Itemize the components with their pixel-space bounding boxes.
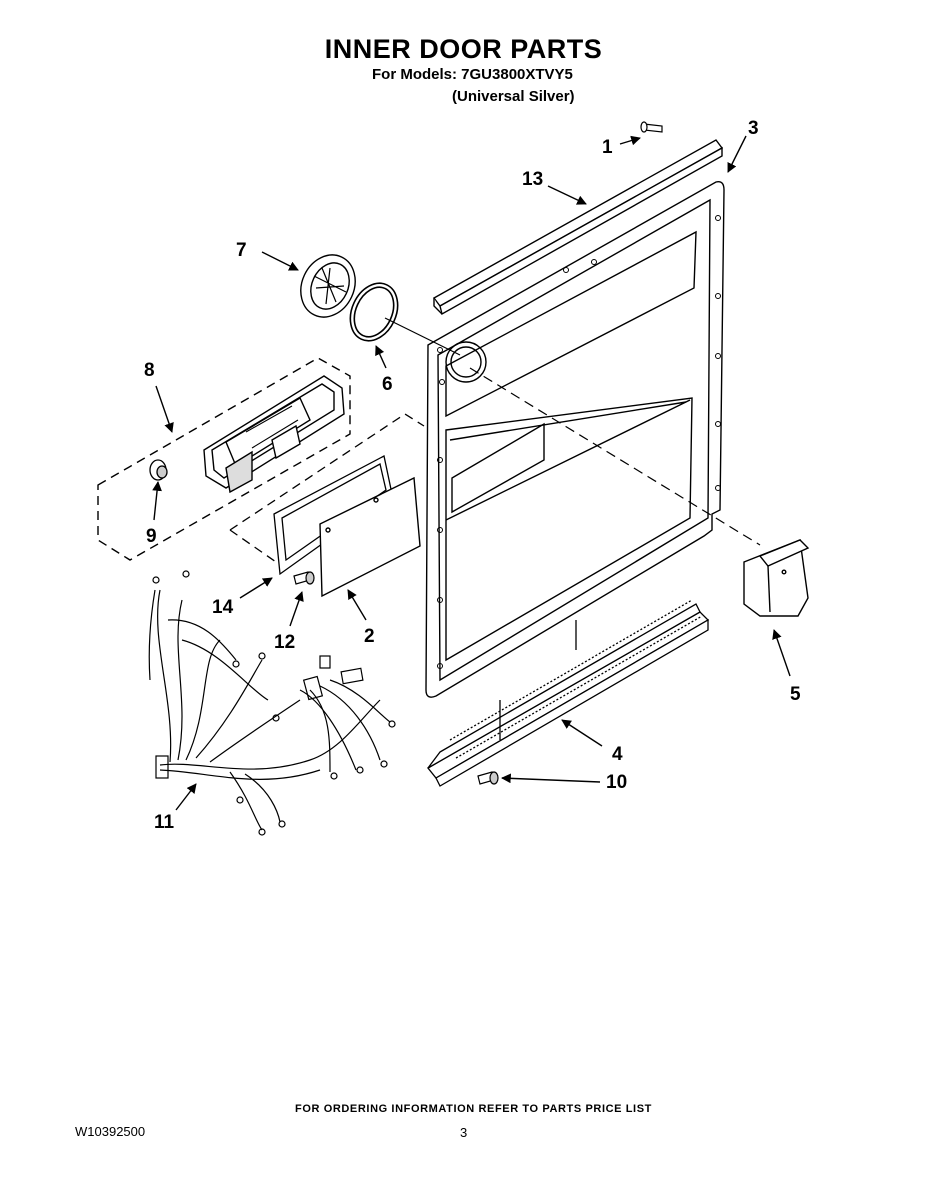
callout-3: 3 — [748, 118, 759, 139]
callout-9: 9 — [146, 526, 157, 547]
screw-top — [640, 121, 663, 133]
vent-duct — [743, 539, 810, 617]
document-number: W10392500 — [75, 1124, 146, 1139]
bottom-screw — [477, 771, 499, 785]
wire-harness — [148, 570, 396, 836]
models-line: For Models: 7GU3800XTVY5 — [372, 66, 573, 83]
vent-gasket — [349, 282, 399, 342]
callout-1: 1 — [602, 137, 613, 158]
inner-door-panel — [425, 180, 725, 698]
vent-cover — [300, 254, 356, 318]
page-title: INNER DOOR PARTS — [324, 34, 603, 64]
vent-duct-guide-line — [469, 367, 761, 546]
callout-10: 10 — [606, 772, 627, 793]
callout-11: 11 — [154, 812, 175, 833]
assembly-outline-14 — [229, 413, 425, 563]
board-screw — [293, 571, 315, 585]
circuit-board-cover — [319, 476, 421, 598]
callout-arrows — [152, 135, 791, 811]
callout-6: 6 — [382, 374, 393, 395]
callout-2: 2 — [364, 626, 375, 647]
callout-13: 13 — [522, 169, 543, 190]
vent-guide-line — [384, 317, 461, 356]
ordering-note: FOR ORDERING INFORMATION REFER TO PARTS … — [295, 1103, 652, 1115]
callout-5: 5 — [790, 684, 801, 705]
callout-8: 8 — [144, 360, 155, 381]
dispenser-module — [203, 375, 345, 494]
bottom-trim — [427, 599, 710, 787]
callout-4: 4 — [612, 744, 623, 765]
dispenser-knob — [149, 459, 168, 481]
circuit-board-gasket — [273, 455, 393, 576]
callout-12: 12 — [274, 632, 295, 653]
callout-7: 7 — [236, 240, 247, 261]
assembly-outline-8 — [97, 357, 351, 561]
page-number: 3 — [460, 1125, 468, 1140]
finish-line: (Universal Silver) — [452, 88, 575, 105]
callout-14: 14 — [212, 597, 234, 618]
top-trim-strip — [432, 139, 724, 316]
